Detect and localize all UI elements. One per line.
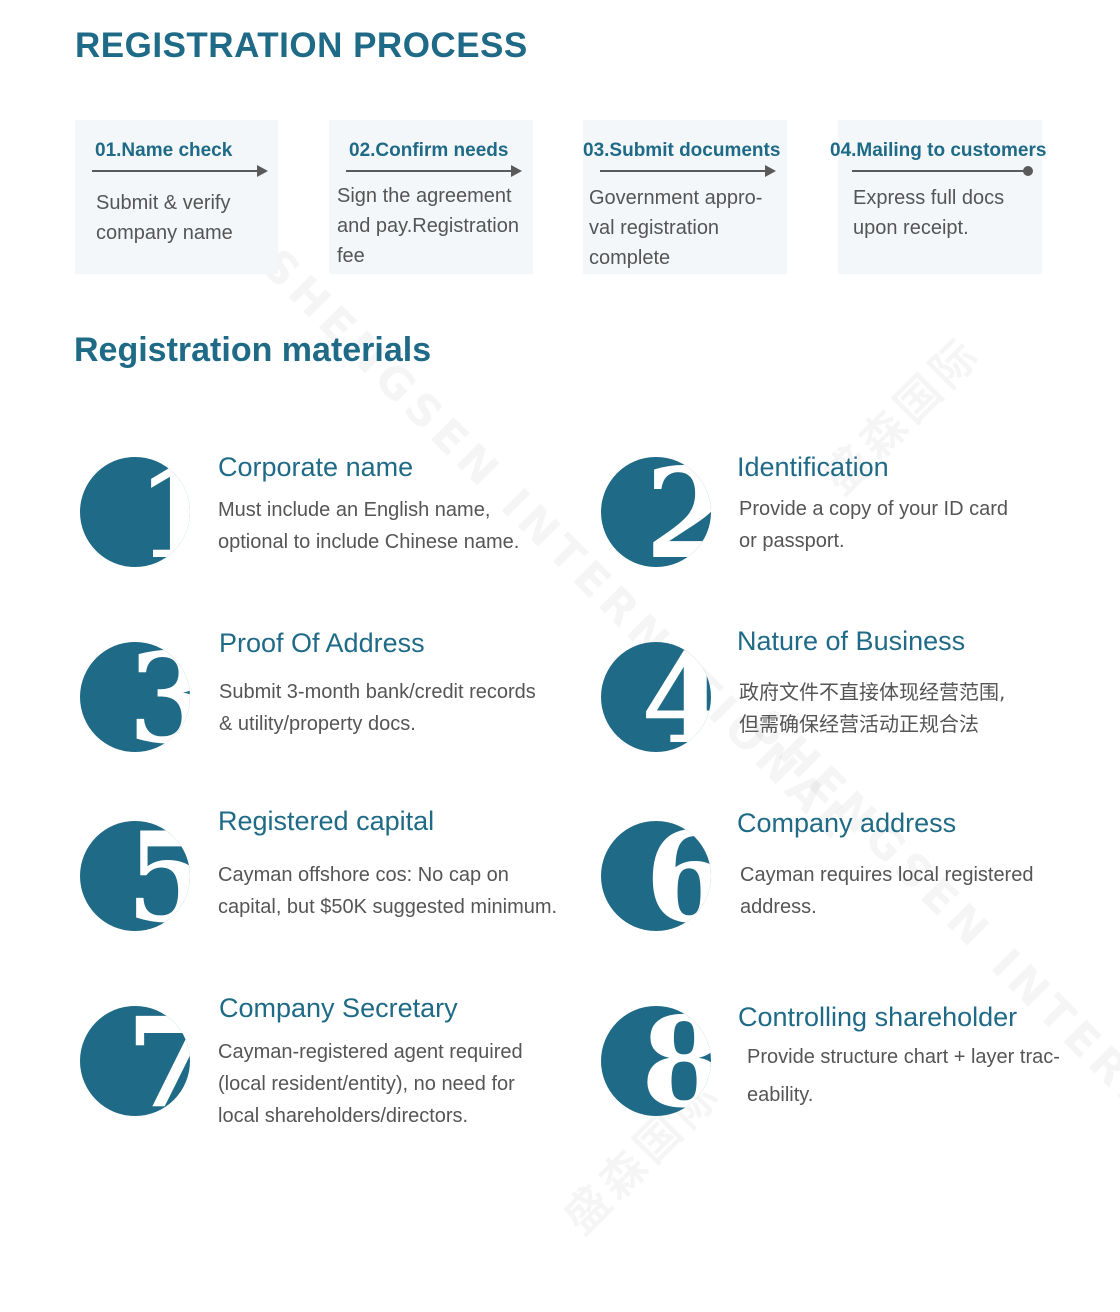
material-desc-company-address: Cayman requires local registered address…	[740, 859, 1033, 923]
step-desc-line: Submit & verify	[96, 192, 231, 214]
material-title-nature-of-business: Nature of Business	[737, 626, 966, 656]
number-circle-8: 8	[601, 1006, 711, 1116]
number-5: 5	[126, 821, 190, 931]
number-circle-6: 6	[601, 821, 711, 931]
step-desc-line: complete	[589, 247, 671, 269]
number-8: 8	[641, 1006, 711, 1116]
material-desc-proof-of-address: Submit 3-month bank/credit records & uti…	[219, 676, 536, 740]
material-title-company-address: Company address	[737, 808, 957, 838]
step-connector	[852, 166, 1033, 176]
desc-line: capital, but $50K suggested minimum.	[218, 896, 558, 918]
material-desc-nature-of-business: 政府文件不直接体现经营范围, 但需确保经营活动正规合法	[739, 676, 1005, 740]
desc-line: optional to include Chinese name.	[218, 531, 520, 553]
material-desc-registered-capital: Cayman offshore cos: No cap on capital, …	[218, 859, 557, 923]
material-desc-corporate-name: Must include an English name, optional t…	[218, 494, 519, 558]
material-title-controlling-shareholder: Controlling shareholder	[738, 1002, 1018, 1032]
materials-heading: Registration materials	[74, 331, 432, 369]
process-step-1: 01.Name check Submit & verify company na…	[75, 120, 278, 274]
material-title-corporate-name: Corporate name	[218, 452, 414, 482]
desc-line: & utility/property docs.	[219, 713, 416, 735]
desc-line: Cayman requires local registered	[740, 864, 1034, 886]
desc-line: Provide a copy of your ID card	[739, 498, 1009, 520]
material-desc-company-secretary: Cayman-registered agent required (local …	[218, 1036, 523, 1132]
desc-line: Cayman offshore cos: No cap on	[218, 864, 509, 886]
process-heading: REGISTRATION PROCESS	[75, 26, 528, 65]
desc-line: address.	[740, 896, 817, 918]
step-arrow	[92, 165, 268, 177]
desc-line: Submit 3-month bank/credit records	[219, 681, 536, 703]
step-title: 01.Name check	[95, 140, 233, 161]
desc-line: local shareholders/directors.	[218, 1105, 469, 1127]
process-step-3: 03.Submit documents Government appro- va…	[583, 120, 787, 274]
desc-line: 政府文件不直接体现经营范围,	[739, 680, 1006, 704]
step-desc-line: and pay.Registration	[337, 215, 519, 237]
number-1: 1	[136, 457, 190, 567]
step-desc-line: company name	[96, 222, 233, 244]
material-desc-identification: Provide a copy of your ID card or passpo…	[739, 493, 1008, 557]
material-title-identification: Identification	[737, 452, 889, 482]
desc-line: eability.	[747, 1084, 814, 1106]
step-desc-line: Sign the agreement	[337, 185, 512, 207]
step-description: Submit & verify company name	[96, 188, 233, 248]
number-6: 6	[645, 821, 711, 931]
desc-line: (local resident/entity), no need for	[218, 1073, 515, 1095]
desc-line: Provide structure chart + layer trac-	[747, 1046, 1060, 1068]
step-desc-line: Express full docs	[853, 187, 1005, 209]
step-arrow	[346, 165, 522, 177]
step-desc-line: Government appro-	[589, 187, 763, 209]
number-circle-2: 2	[601, 457, 711, 567]
number-7: 7	[126, 1006, 190, 1116]
material-title-company-secretary: Company Secretary	[219, 993, 458, 1023]
step-desc-line: upon receipt.	[853, 217, 969, 239]
number-circle-5: 5	[80, 821, 190, 931]
desc-line: Must include an English name,	[218, 499, 491, 521]
number-circle-4: 4	[601, 642, 711, 752]
step-title: 04.Mailing to customers	[830, 140, 1047, 161]
material-desc-controlling-shareholder: Provide structure chart + layer trac- ea…	[747, 1038, 1060, 1114]
process-step-2: 02.Confirm needs Sign the agreement and …	[329, 120, 533, 274]
step-arrow	[600, 165, 776, 177]
step-desc-line: val registration	[589, 217, 720, 239]
desc-line: 但需确保经营活动正规合法	[739, 712, 979, 736]
number-3: 3	[128, 642, 190, 752]
number-circle-7: 7	[80, 1006, 190, 1116]
material-title-registered-capital: Registered capital	[218, 806, 435, 836]
material-title-proof-of-address: Proof Of Address	[219, 628, 425, 658]
process-step-4: 04.Mailing to customers Express full doc…	[830, 120, 1046, 274]
number-circle-3: 3	[80, 642, 190, 752]
desc-line: or passport.	[739, 530, 845, 552]
number-2: 2	[645, 457, 711, 567]
step-description: Government appro- val registration compl…	[589, 183, 762, 273]
desc-line: Cayman-registered agent required	[218, 1041, 523, 1063]
number-circle-1: 1	[80, 457, 190, 567]
step-description: Express full docs upon receipt.	[853, 183, 1004, 243]
step-desc-line: fee	[337, 245, 365, 267]
step-title: 03.Submit documents	[583, 140, 781, 161]
step-description: Sign the agreement and pay.Registration …	[337, 181, 519, 271]
number-4: 4	[641, 642, 711, 752]
step-title: 02.Confirm needs	[349, 140, 509, 161]
